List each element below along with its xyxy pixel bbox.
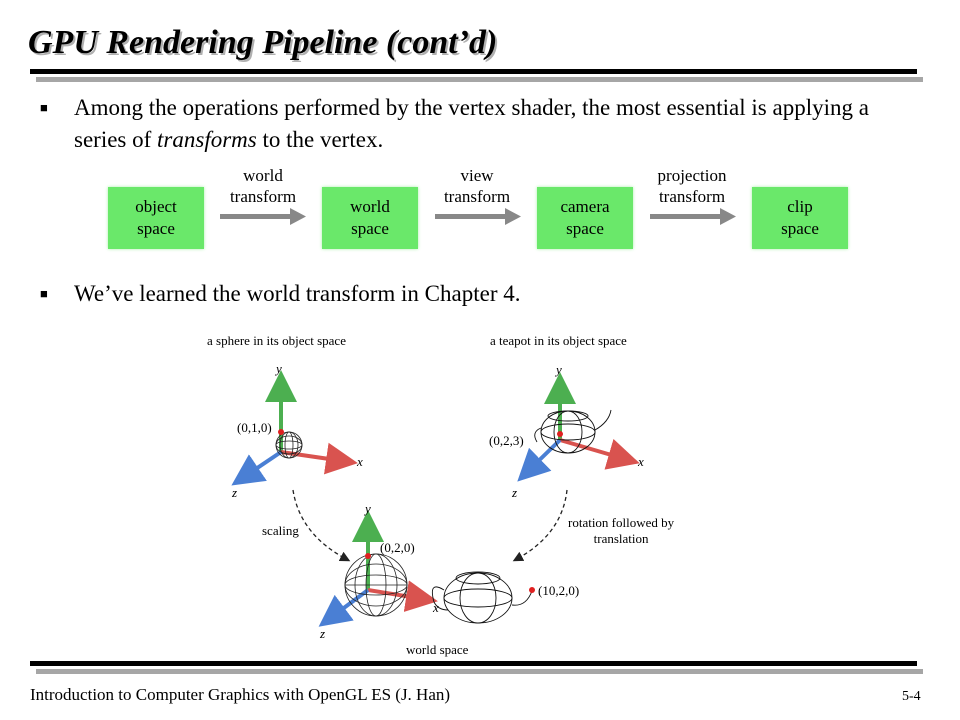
axis-label-y-world: y [365, 501, 371, 516]
axis-label-x-sphere: x [357, 454, 363, 469]
rotation-arrow [512, 489, 568, 562]
coord-world-sphere: (0,2,0) [380, 540, 415, 555]
coord-world-teapot: (10,2,0) [538, 583, 580, 598]
axis-label-z-world: z [320, 626, 326, 641]
world-sphere-mesh [344, 553, 408, 617]
sphere-origin-point [278, 429, 284, 435]
box-camera-space: camera space [537, 187, 633, 249]
world-axes [318, 510, 438, 627]
slide-title: GPU Rendering Pipeline (cont’d) [28, 24, 498, 61]
label-world-transform: world transform [229, 166, 297, 206]
axis-label-x-teapot: x [638, 454, 644, 469]
footer-text: Introduction to Computer Graphics with O… [30, 685, 451, 704]
bullet-text-pre: Among the operations performed by the ve… [74, 95, 869, 152]
footer-rule-shadow [36, 669, 923, 674]
bullet-text: Among the operations performed by the ve… [74, 92, 904, 156]
caption-sphere-object: a sphere in its object space [207, 333, 346, 348]
bullet-vertex-shader: ■ Among the operations performed by the … [40, 92, 900, 158]
box-object-space: object space [108, 187, 204, 249]
world-teapot-mesh [431, 571, 533, 624]
label-projection-transform: projection transform [657, 166, 727, 206]
caption-teapot-object: a teapot in its object space [490, 333, 627, 348]
world-teapot-point [529, 587, 535, 593]
small-sphere-mesh [275, 431, 303, 459]
label-scaling: scaling [262, 523, 299, 538]
title-rule [30, 69, 917, 74]
axis-label-y-teapot: y [556, 362, 562, 377]
arrow-view-transform [435, 208, 521, 225]
box-clip-space: clip space [752, 187, 848, 249]
title-rule-shadow [36, 77, 923, 82]
label-rotation-translation: rotation followed by translation [568, 515, 675, 546]
arrow-world-transform [220, 208, 306, 225]
teapot-origin-point [557, 431, 563, 437]
teapot-object-axes [517, 372, 640, 482]
box-world-space: world space [322, 187, 418, 249]
coord-teapot: (0,2,3) [489, 433, 524, 448]
page-number: 5-4 [902, 689, 921, 704]
axis-label-y-sphere: y [276, 361, 282, 376]
bullet-marker: ■ [40, 286, 48, 301]
bullet-text-post: to the vertex. [256, 127, 384, 152]
axis-label-z-teapot: z [512, 485, 518, 500]
bullet-text-emphasis: transforms [157, 127, 257, 152]
coord-sphere: (0,1,0) [237, 420, 272, 435]
axis-label-x-world: x [433, 600, 439, 615]
bullet-world-transform: ■ We’ve learned the world transform in C… [40, 278, 900, 310]
arrow-projection-transform [650, 208, 736, 225]
bullet-marker: ■ [40, 100, 48, 115]
label-view-transform: view transform [443, 166, 511, 206]
small-teapot-mesh [534, 409, 612, 454]
bullet-text: We’ve learned the world transform in Cha… [74, 281, 521, 306]
caption-world-space: world space [406, 642, 469, 657]
axis-label-z-sphere: z [232, 485, 238, 500]
world-sphere-point [365, 553, 371, 559]
footer-rule [30, 661, 917, 666]
scaling-arrow [292, 489, 351, 562]
